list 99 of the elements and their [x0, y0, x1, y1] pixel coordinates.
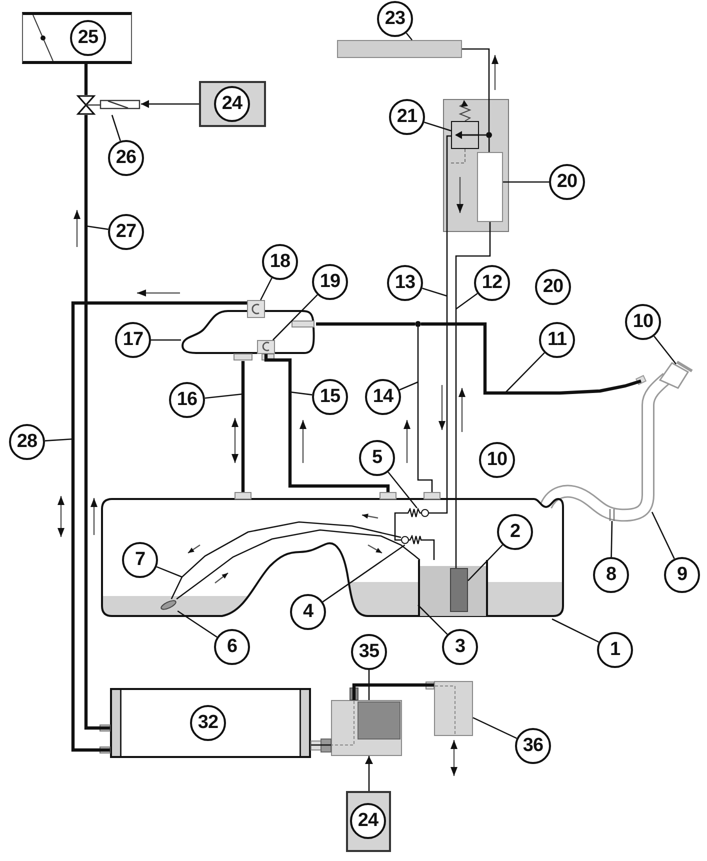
pipe [84, 64, 88, 95]
swirl-pot [418, 560, 488, 616]
arrow [365, 756, 373, 791]
leader-line [156, 566, 182, 578]
leader-line [204, 393, 244, 399]
leader-line [406, 32, 412, 40]
callout-number: 7 [122, 542, 158, 578]
pipe [84, 115, 110, 730]
pipe [437, 135, 452, 514]
callout-number: 3 [442, 629, 478, 665]
leader-line [651, 512, 675, 559]
leader-line [472, 717, 517, 739]
callout-number: 6 [214, 629, 250, 665]
pipe [423, 539, 435, 560]
callout-number: 10 [625, 304, 661, 340]
leader-line [368, 670, 370, 700]
callout-number: 25 [70, 20, 106, 56]
leader-line [388, 472, 418, 508]
junction-dot [415, 321, 421, 327]
leader-line [418, 604, 448, 635]
junction-dot [486, 132, 492, 138]
control-module [346, 791, 391, 852]
filter-housing [434, 681, 473, 736]
pipe [316, 322, 415, 326]
callout-number: 21 [389, 99, 425, 135]
pipe [455, 222, 491, 568]
callout-number: 27 [108, 214, 144, 250]
leader-line [503, 181, 549, 183]
callout-number: 12 [474, 265, 510, 301]
pipe [488, 138, 490, 152]
pipe [170, 521, 402, 600]
pipe [176, 529, 420, 600]
arrow [141, 100, 199, 108]
leader-line [552, 618, 600, 643]
leader-line [111, 114, 122, 142]
leader-line [272, 294, 318, 340]
valve-symbol [247, 300, 265, 318]
fuel-tank [101, 492, 565, 619]
throttle-housing [22, 12, 132, 64]
callout-number: 16 [169, 382, 205, 418]
leader-line [424, 122, 452, 132]
fuel-pump [450, 568, 468, 612]
canister [110, 688, 311, 758]
leader-line [422, 288, 448, 297]
callout-number: 35 [351, 634, 387, 670]
pump-unit [331, 700, 402, 756]
valve-symbol [257, 340, 275, 354]
callout-number: 8 [593, 557, 629, 593]
callout-number: 32 [190, 705, 226, 741]
pipe [421, 322, 642, 395]
fuel-rail [337, 40, 462, 58]
callout-number: 20 [535, 269, 571, 305]
leader-line [468, 544, 503, 582]
leader-line [44, 438, 74, 442]
callout-number: 24 [214, 86, 250, 122]
callout-number: 13 [387, 265, 423, 301]
callout-number: 5 [359, 440, 395, 476]
leader-line [610, 520, 613, 558]
hose [311, 744, 331, 746]
callout-number: 17 [115, 322, 151, 358]
leader-line [322, 544, 406, 602]
callout-number: 19 [312, 264, 348, 300]
callout-number: 11 [539, 322, 575, 358]
control-module [199, 81, 266, 127]
callout-number: 2 [497, 514, 533, 550]
filter-element [477, 152, 503, 222]
callout-number: 36 [515, 728, 551, 764]
pressure-regulator [443, 99, 509, 232]
callout-number: 20 [549, 164, 585, 200]
pipe [417, 327, 433, 492]
callout-number: 1 [597, 632, 633, 668]
pipe [71, 301, 247, 752]
leader-line [654, 336, 677, 364]
pipe [241, 361, 245, 492]
pipe [352, 683, 434, 700]
leader-line [260, 278, 272, 300]
callout-number: 9 [664, 557, 700, 593]
callout-number: 15 [312, 379, 348, 415]
leader-line [504, 352, 545, 394]
leader-line [177, 610, 218, 638]
pipe [462, 48, 490, 132]
leader-line [151, 339, 181, 341]
callout-number: 28 [9, 424, 45, 460]
pressure-valve [451, 121, 479, 149]
leader-line [290, 391, 312, 396]
leader-line [399, 381, 418, 390]
jet-pump [159, 599, 178, 611]
leader-line [456, 292, 478, 310]
callout-number: 10 [479, 442, 515, 478]
callout-number: 26 [108, 140, 144, 176]
check-valve [401, 535, 423, 545]
pipe [479, 134, 486, 136]
callout-number: 23 [377, 1, 413, 37]
callout-number: 14 [365, 379, 401, 415]
pipe [264, 354, 390, 492]
callout-number: 24 [350, 803, 386, 839]
callout-number: 18 [262, 244, 298, 280]
leader-line [86, 225, 108, 230]
pipe [394, 512, 405, 541]
